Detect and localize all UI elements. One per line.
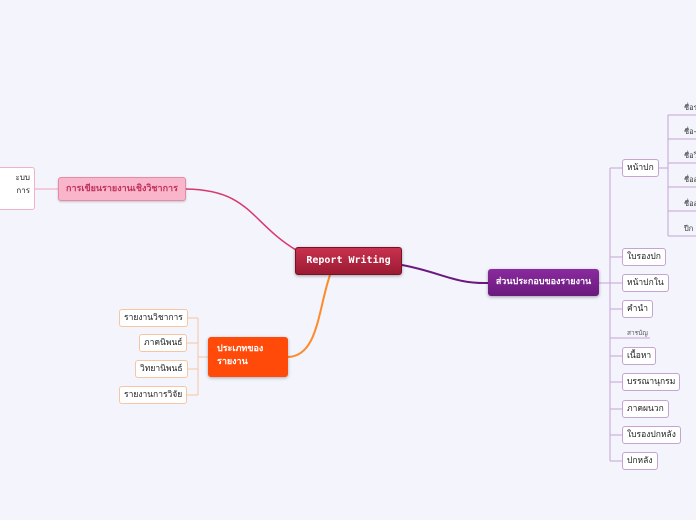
subtopic-thesis[interactable]: วิทยานิพนธ์ — [135, 360, 188, 378]
subtopic-cover[interactable]: หน้าปก — [622, 159, 659, 177]
cover-detail-4[interactable]: ชื่อส — [684, 175, 696, 184]
cover-detail-3[interactable]: ชื่อวิ — [684, 151, 696, 160]
cover-detail-5[interactable]: ชื่อส — [684, 199, 696, 208]
subtopic-back-cover[interactable]: ปกหลัง — [622, 452, 658, 470]
cover-detail-1[interactable]: ชื่อร — [684, 103, 696, 112]
subtopic-preface[interactable]: คำนำ — [622, 300, 654, 318]
main-topic-report-types[interactable]: ประเภทของรายงาน — [208, 337, 288, 377]
central-topic[interactable]: Report Writing — [295, 247, 402, 275]
subtopic-research-report[interactable]: รายงานการวิจัย — [119, 386, 188, 404]
subtopic-endpaper[interactable]: ใบรองปก — [622, 248, 666, 266]
cropped-line-1: ะบบ — [15, 173, 30, 182]
subtopic-content[interactable]: เนื้อหา — [622, 347, 657, 365]
subtopic-contents[interactable]: สารบัญ — [627, 329, 648, 337]
subtopic-academic-report[interactable]: รายงานวิชาการ — [119, 309, 188, 327]
subtopic-appendix[interactable]: ภาคผนวก — [622, 400, 669, 418]
cover-detail-2[interactable]: ชื่อ- — [684, 127, 696, 136]
subtopic-bibliography[interactable]: บรรณานุกรม — [622, 373, 681, 391]
main-topic-academic-writing[interactable]: การเขียนรายงานเชิงวิชาการ — [58, 177, 186, 201]
cropped-subtopic[interactable]: ะบบ การ — [0, 167, 35, 210]
subtopic-back-endpaper[interactable]: ใบรองปกหลัง — [622, 426, 681, 444]
cover-detail-6[interactable]: ปีก — [684, 224, 694, 233]
main-topic-report-components[interactable]: ส่วนประกอบของรายงาน — [488, 269, 599, 296]
subtopic-term-paper[interactable]: ภาคนิพนธ์ — [139, 334, 188, 352]
subtopic-title-page[interactable]: หน้าปกใน — [622, 274, 669, 292]
cropped-line-2: การ — [16, 186, 30, 195]
